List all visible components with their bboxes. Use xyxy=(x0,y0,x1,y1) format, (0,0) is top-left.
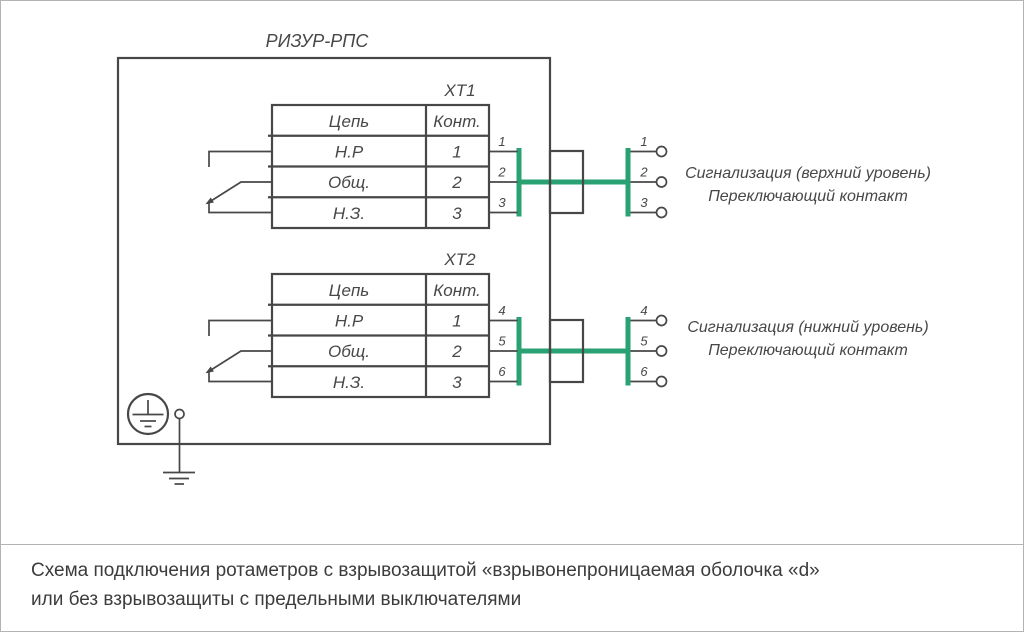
signal-label-line1: Сигнализация (нижний уровень) xyxy=(687,319,928,336)
column-header-circuit: Цепь xyxy=(329,112,369,131)
signal-label-xt1: Сигнализация (верхний уровень) Переключа… xyxy=(685,165,931,205)
table-cell-contact: 1 xyxy=(452,143,461,162)
switch-arm-tip xyxy=(205,366,214,374)
signal-label-xt2: Сигнализация (нижний уровень) Переключаю… xyxy=(687,319,928,359)
signal-label-line2: Переключающий контакт xyxy=(708,188,908,205)
table-cell-contact: 3 xyxy=(452,373,462,392)
cable-gland-xt1 xyxy=(548,149,585,215)
terminal-circle xyxy=(655,206,668,219)
green-bus-bar xyxy=(625,317,631,386)
switch-no-wire xyxy=(208,319,272,336)
terminal-number: 5 xyxy=(498,334,506,349)
table-cell-circuit: Общ. xyxy=(328,342,370,361)
terminal-number: 3 xyxy=(498,195,506,210)
switch-arm xyxy=(206,181,272,205)
table-cell-circuit: Н.З. xyxy=(333,373,365,392)
switch-no-wire xyxy=(208,150,272,167)
terminal-number: 1 xyxy=(498,134,505,149)
green-wire xyxy=(516,179,628,185)
wiring-diagram-canvas: РИЗУР-РПС XT1 Цепь Конт. Н.Р 1 xyxy=(116,31,931,485)
terminal-number: 6 xyxy=(640,364,648,379)
cable-gland-xt2 xyxy=(548,318,585,384)
terminal-table-xt2: Цепь Конт. Н.Р 1 Общ. 2 Н.З. 3 xyxy=(268,272,491,399)
connector-label-xt2: XT2 xyxy=(443,250,476,269)
signal-label-line2: Переключающий контакт xyxy=(708,342,908,359)
external-terminals-xt1: 1 2 3 xyxy=(630,134,668,219)
terminal-number: 5 xyxy=(640,334,648,349)
table-cell-contact: 3 xyxy=(452,204,462,223)
column-header-contact: Конт. xyxy=(433,281,481,300)
enclosure-outline xyxy=(116,56,552,446)
column-header-circuit: Цепь xyxy=(329,281,369,300)
earth-circle xyxy=(126,392,170,436)
terminal-circle xyxy=(655,375,668,388)
internal-terminals-xt2: 4 5 6 xyxy=(489,303,518,383)
protective-earth-icon xyxy=(126,392,170,436)
terminal-circle xyxy=(655,145,668,158)
connector-label-xt1: XT1 xyxy=(443,81,475,100)
switch-arm xyxy=(206,350,272,374)
switch-nc-wire xyxy=(208,202,272,214)
changeover-switch-xt1 xyxy=(205,150,272,214)
external-terminals-xt2: 4 5 6 xyxy=(630,303,668,388)
caption-line1: Схема подключения ротаметров с взрывозащ… xyxy=(31,560,820,581)
terminal-number: 2 xyxy=(497,165,506,180)
green-wire xyxy=(516,348,628,354)
green-wiring-xt1 xyxy=(516,148,631,217)
terminal-number: 1 xyxy=(640,134,647,149)
table-cell-contact: 2 xyxy=(451,173,462,192)
internal-terminals-xt1: 1 2 3 xyxy=(489,134,518,214)
terminal-circle xyxy=(655,176,668,188)
table-cell-circuit: Общ. xyxy=(328,173,370,192)
terminal-circle xyxy=(655,314,668,327)
table-cell-circuit: Н.Р xyxy=(335,143,364,162)
device-title: РИЗУР-РПС xyxy=(266,31,370,51)
changeover-switch-xt2 xyxy=(205,319,272,383)
ground-terminal-circle xyxy=(174,408,185,420)
ground-connection xyxy=(163,408,195,485)
switch-arm-tip xyxy=(205,197,214,205)
caption: Схема подключения ротаметров с взрывозащ… xyxy=(1,544,1023,631)
table-cell-circuit: Н.З. xyxy=(333,204,365,223)
caption-line2: или без взрывозащиты с предельными выклю… xyxy=(31,589,522,610)
terminal-circle xyxy=(655,345,668,357)
terminal-number: 6 xyxy=(498,364,506,379)
table-cell-contact: 2 xyxy=(451,342,462,361)
table-cell-contact: 1 xyxy=(452,312,461,331)
table-cell-circuit: Н.Р xyxy=(335,312,364,331)
terminal-number: 4 xyxy=(640,303,647,318)
terminal-number: 2 xyxy=(639,165,648,180)
green-wiring-xt2 xyxy=(516,317,631,386)
terminal-number: 4 xyxy=(498,303,505,318)
terminal-number: 3 xyxy=(640,195,648,210)
column-header-contact: Конт. xyxy=(433,112,481,131)
terminal-table-xt1: Цепь Конт. Н.Р 1 Общ. 2 Н.З. 3 xyxy=(268,103,491,230)
switch-nc-wire xyxy=(208,371,272,383)
green-bus-bar xyxy=(625,148,631,217)
signal-label-line1: Сигнализация (верхний уровень) xyxy=(685,165,931,182)
